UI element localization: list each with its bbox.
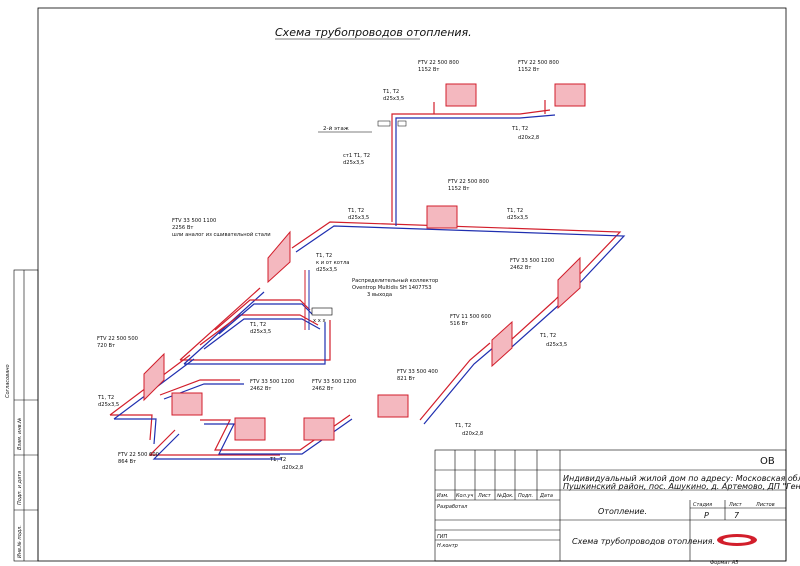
side-label-3: Подп. и дата xyxy=(17,471,23,505)
pipe-label-d: d20х2,8 xyxy=(462,431,483,437)
role-2: ГИП xyxy=(437,534,448,540)
collector-line3: 3 выхода xyxy=(367,292,392,298)
collector-d: d25х3,5 xyxy=(316,267,337,273)
pipe-label-t: Т1, Т2 xyxy=(539,333,556,339)
rad-10-power: 2462 Вт xyxy=(312,386,333,392)
collector-t: Т1, Т2 xyxy=(315,253,332,259)
pipe-label-d: d25х3,5 xyxy=(348,215,369,221)
col-list: Лист xyxy=(477,493,492,499)
stamp-object-1: Индивидуальный жилой дом по адресу: Моск… xyxy=(563,474,800,483)
rad-4-power: 2256 Вт xyxy=(172,225,193,231)
role-3: Н.контр xyxy=(437,543,458,549)
radiator-7 xyxy=(143,352,165,402)
supply-pipes xyxy=(109,100,622,441)
return-pipes xyxy=(113,114,626,445)
stage-value: Р xyxy=(704,511,709,520)
title-block xyxy=(434,449,787,562)
radiator-6 xyxy=(491,320,513,368)
floor-mark: 2-й этаж xyxy=(318,120,407,133)
collector-line2: Oventrop Multidis SH 1407753 xyxy=(352,285,432,291)
pipe-label-d: d20х2,8 xyxy=(282,465,303,471)
col-podp: Подп. xyxy=(518,493,533,499)
side-label-2: Взам. инв.№ xyxy=(17,418,23,450)
stamp-code: ОВ xyxy=(760,456,775,467)
rad-6-name: FTV 11 500 600 xyxy=(450,314,491,320)
rad-10-name: FTV 33 500 1200 xyxy=(312,379,356,385)
rad-7-power: 720 Вт xyxy=(97,343,115,349)
rad-2-power: 1152 Вт xyxy=(518,67,539,73)
col-kol: Кол.уч xyxy=(456,493,473,499)
rad-9-name: FTV 33 500 1200 xyxy=(250,379,294,385)
stamp-format: Формат А3 xyxy=(710,560,738,566)
rad-2-name: FTV 22 500 800 xyxy=(518,60,559,66)
pipe-label-t: Т1, Т2 xyxy=(382,89,399,95)
rad-3-name: FTV 22 500 800 xyxy=(448,179,489,185)
rad-5-name: FTV 33 500 1200 xyxy=(510,258,554,264)
pipe-labels: Т1, Т2 d25х3,5 Т1, Т2 d20х2,8 Т1, Т2 d25… xyxy=(97,89,567,471)
pipe-label-t: Т1, Т2 xyxy=(506,208,523,214)
radiator-11 xyxy=(377,394,409,418)
pipe-label-t: Т1, Т2 xyxy=(249,322,266,328)
drawing-title: Схема трубопроводов отопления. xyxy=(275,26,472,39)
pipe-label-d: d25х3,5 xyxy=(507,215,528,221)
rad-6-power: 516 Вт xyxy=(450,321,468,327)
role-1: Разработал xyxy=(437,504,468,510)
pipe-label-d: d25х3,5 xyxy=(98,402,119,408)
collector: x x x xyxy=(304,270,333,330)
pipe-label-d: d25х3,5 xyxy=(546,342,567,348)
sheets-label: Листов xyxy=(755,502,775,508)
rad-1-power: 1152 Вт xyxy=(418,67,439,73)
pipe-label-t: Т1, Т2 xyxy=(454,423,471,429)
collector-line1: Распределительный коллектор xyxy=(352,277,439,284)
rad-3-power: 1152 Вт xyxy=(448,186,469,192)
pipe-label-d: d20х2,8 xyxy=(518,135,539,141)
riser-label-1: ст1 Т1, Т2 xyxy=(343,153,370,159)
radiator-10 xyxy=(303,417,335,441)
radiator-9 xyxy=(234,417,266,441)
rad-9-power: 2462 Вт xyxy=(250,386,271,392)
rad-1-name: FTV 22 500 800 xyxy=(418,60,459,66)
collector-labels: Т1, Т2 к и от котла d25х3,5 Распределите… xyxy=(315,253,439,298)
side-label-1: Согласовано xyxy=(5,364,11,398)
collector-sub: к и от котла xyxy=(316,260,349,266)
pipe-label-t: Т1, Т2 xyxy=(511,126,528,132)
radiator-1 xyxy=(445,83,477,107)
rad-4-note: шли аналог из сшивательной стали xyxy=(172,231,271,238)
rad-8-power: 864 Вт xyxy=(118,459,136,465)
radiator-labels: FTV 22 500 800 1152 Вт FTV 22 500 800 11… xyxy=(97,60,559,465)
riser-label-2: d25х3,5 xyxy=(343,160,364,166)
svg-text:x x x: x x x xyxy=(313,318,326,324)
col-data: Дата xyxy=(539,493,553,499)
pipe-label-t: Т1, Т2 xyxy=(97,395,114,401)
pipe-label-t: Т1, Т2 xyxy=(269,457,286,463)
radiator-4 xyxy=(267,230,291,284)
radiator-3 xyxy=(426,205,458,229)
rad-7-name: FTV 22 500 500 xyxy=(97,336,138,342)
rad-4-name: FTV 33 500 1100 xyxy=(172,218,216,224)
radiator-8 xyxy=(171,392,203,416)
floor-label: 2-й этаж xyxy=(323,125,349,132)
pipe-label-d: d25х3,5 xyxy=(250,329,271,335)
stamp-object-2: Пушкинский район, пос. Ашукино, д. Артем… xyxy=(563,482,800,491)
col-izm: Изм. xyxy=(437,493,449,499)
radiator-5 xyxy=(557,256,581,310)
stage-label: Стадия xyxy=(693,502,712,508)
sheet-value: 7 xyxy=(734,511,740,520)
radiator-2 xyxy=(554,83,586,107)
side-label-4: Инв.№ подл. xyxy=(17,525,23,558)
pipe-label-d: d25х3,5 xyxy=(383,96,404,102)
stamp-section: Отопление. xyxy=(598,507,647,516)
rad-5-power: 2462 Вт xyxy=(510,265,531,271)
pipe-label-t: Т1, Т2 xyxy=(347,208,364,214)
sheet-label: Лист xyxy=(728,502,743,508)
radiators xyxy=(143,83,586,441)
side-stamp xyxy=(13,269,39,562)
rad-11-name: FTV 33 500 400 xyxy=(397,369,438,375)
rad-8-name: FTV 22 500 600 xyxy=(118,452,159,458)
stamp-sheet-title: Схема трубопроводов отопления. xyxy=(572,537,715,546)
company-logo xyxy=(717,534,757,546)
col-doc: №Док. xyxy=(496,493,514,499)
rad-11-power: 821 Вт xyxy=(397,376,415,382)
